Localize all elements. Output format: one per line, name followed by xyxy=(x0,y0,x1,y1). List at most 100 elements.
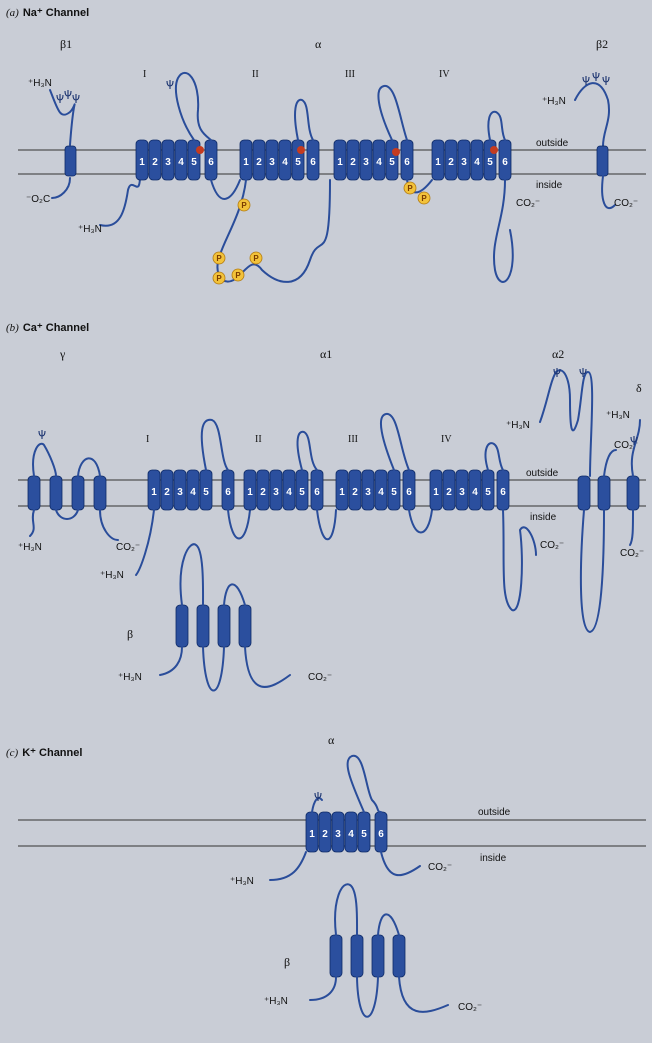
na-beta2-helix xyxy=(597,146,608,176)
na-inside-label: inside xyxy=(536,180,563,191)
svg-text:P: P xyxy=(241,201,247,210)
svg-text:5: 5 xyxy=(295,157,301,168)
ca-alpha1-label: α1 xyxy=(320,347,332,361)
na-domain-ii-marker xyxy=(297,146,305,154)
ca-domain-iv: IV xyxy=(441,434,452,445)
svg-text:2: 2 xyxy=(152,157,158,168)
k-alpha-label: α xyxy=(328,733,335,747)
svg-text:6: 6 xyxy=(314,487,320,498)
svg-text:1: 1 xyxy=(339,487,345,498)
na-beta1-glyco-icon-2 xyxy=(65,90,71,99)
na-ii-iii-linker xyxy=(217,180,330,282)
svg-text:6: 6 xyxy=(310,157,316,168)
ca-beta-helices xyxy=(176,605,251,647)
svg-text:1: 1 xyxy=(151,487,157,498)
svg-text:5: 5 xyxy=(361,829,367,840)
na-domain-ii-helices: 1 2 3 4 5 6 xyxy=(240,140,319,180)
ca-iii-iv-linker xyxy=(409,510,432,533)
na-domain-iv-marker xyxy=(490,146,498,154)
ca-gamma-cterm: CO₂⁻ xyxy=(116,542,140,553)
ca-domain-i-loop xyxy=(202,420,228,470)
svg-text:4: 4 xyxy=(378,487,384,498)
svg-text:3: 3 xyxy=(177,487,183,498)
svg-text:3: 3 xyxy=(273,487,279,498)
svg-text:3: 3 xyxy=(461,157,467,168)
svg-text:6: 6 xyxy=(500,487,506,498)
svg-text:6: 6 xyxy=(502,157,508,168)
na-domain-iii-helices: 1 2 3 4 5 6 xyxy=(334,140,413,180)
na-beta2-glyco-icon-2 xyxy=(593,72,599,81)
svg-text:P: P xyxy=(407,184,413,193)
ca-delta-helix xyxy=(627,476,639,510)
ca-alpha2-nterm: ⁺H₃N xyxy=(506,420,530,431)
ca-gamma-glyco-icon xyxy=(39,430,45,439)
na-alpha-cterm: CO₂⁻ xyxy=(516,198,540,209)
k-beta-helices xyxy=(330,935,405,977)
svg-text:4: 4 xyxy=(474,157,480,168)
svg-text:1: 1 xyxy=(435,157,441,168)
svg-text:4: 4 xyxy=(348,829,354,840)
ca-gamma-nterm: ⁺H₃N xyxy=(18,542,42,553)
svg-text:3: 3 xyxy=(269,157,275,168)
ca-delta-ctail xyxy=(630,510,633,545)
ca-alpha1-ctail xyxy=(503,510,536,610)
ca-domain-i: I xyxy=(146,434,149,445)
svg-text:2: 2 xyxy=(256,157,262,168)
na-outside-label: outside xyxy=(536,138,569,149)
svg-text:1: 1 xyxy=(433,487,439,498)
na-beta2-cterm: CO₂⁻ xyxy=(614,198,638,209)
na-domain-i-marker xyxy=(196,146,204,154)
na-beta2-chain xyxy=(575,83,609,146)
svg-text:3: 3 xyxy=(459,487,465,498)
svg-text:P: P xyxy=(235,271,241,280)
ca-inside-label: inside xyxy=(530,512,557,523)
na-beta1-label: β1 xyxy=(60,37,72,51)
svg-text:2: 2 xyxy=(350,157,356,168)
ca-gamma-label: γ xyxy=(59,347,66,361)
na-alpha-nterm-chain xyxy=(100,175,140,226)
k-beta-nterm: ⁺H₃N xyxy=(264,996,288,1007)
na-domain-i-helices: 1 2 3 4 5 6 xyxy=(136,140,217,180)
svg-text:P: P xyxy=(216,274,222,283)
svg-text:3: 3 xyxy=(365,487,371,498)
svg-text:1: 1 xyxy=(139,157,145,168)
ca-outside-label: outside xyxy=(526,468,559,479)
ca-domain-i-helices: 1 2 3 4 5 6 xyxy=(148,470,234,510)
ca-alpha1-cterm: CO₂⁻ xyxy=(540,540,564,551)
svg-text:6: 6 xyxy=(378,829,384,840)
k-outside-label: outside xyxy=(478,807,511,818)
ca-alpha2-helix-2 xyxy=(598,476,610,510)
ca-domain-iv-loop xyxy=(486,443,503,470)
na-beta1-nterm: ⁺H₃N xyxy=(28,78,52,89)
svg-text:5: 5 xyxy=(485,487,491,498)
ca-alpha2-chain xyxy=(540,370,592,476)
k-alpha-nterm-chain xyxy=(270,852,306,880)
k-alpha-loop xyxy=(348,756,381,812)
svg-text:5: 5 xyxy=(191,157,197,168)
k-section-title: (c)K⁺ Channel xyxy=(6,747,82,759)
k-beta-cterm: CO₂⁻ xyxy=(458,1002,482,1013)
ca-domain-iii-loop xyxy=(381,414,409,470)
ca-delta-label: δ xyxy=(636,381,642,395)
ca-beta-label: β xyxy=(127,627,133,641)
svg-text:4: 4 xyxy=(190,487,196,498)
k-alpha-outer-link xyxy=(312,798,322,812)
svg-text:3: 3 xyxy=(363,157,369,168)
na-alpha-ctail xyxy=(494,180,513,282)
k-beta-label: β xyxy=(284,955,290,969)
k-alpha-cterm: CO₂⁻ xyxy=(428,862,452,873)
svg-text:P: P xyxy=(421,194,427,203)
svg-text:5: 5 xyxy=(299,487,305,498)
na-domain-iv-loop xyxy=(488,112,505,140)
ca-domain-ii-helices: 1 2 3 4 5 6 xyxy=(244,470,323,510)
ca-channel-panel: (b)Ca⁺ Channel γ α1 α2 δ I II III IV out… xyxy=(6,322,646,691)
svg-text:2: 2 xyxy=(260,487,266,498)
na-domain-ii: II xyxy=(252,69,259,80)
na-domain-iii-loop xyxy=(378,86,407,140)
na-channel-panel: (a)Na⁺ Channel β1 α β2 I II III IV outsi… xyxy=(6,7,646,284)
ca-domain-iv-helices: 1 2 3 4 5 6 xyxy=(430,470,509,510)
ca-domain-iii: III xyxy=(348,434,358,445)
k-alpha-ctail xyxy=(381,852,420,875)
ca-section-title: (b)Ca⁺ Channel xyxy=(6,322,89,334)
